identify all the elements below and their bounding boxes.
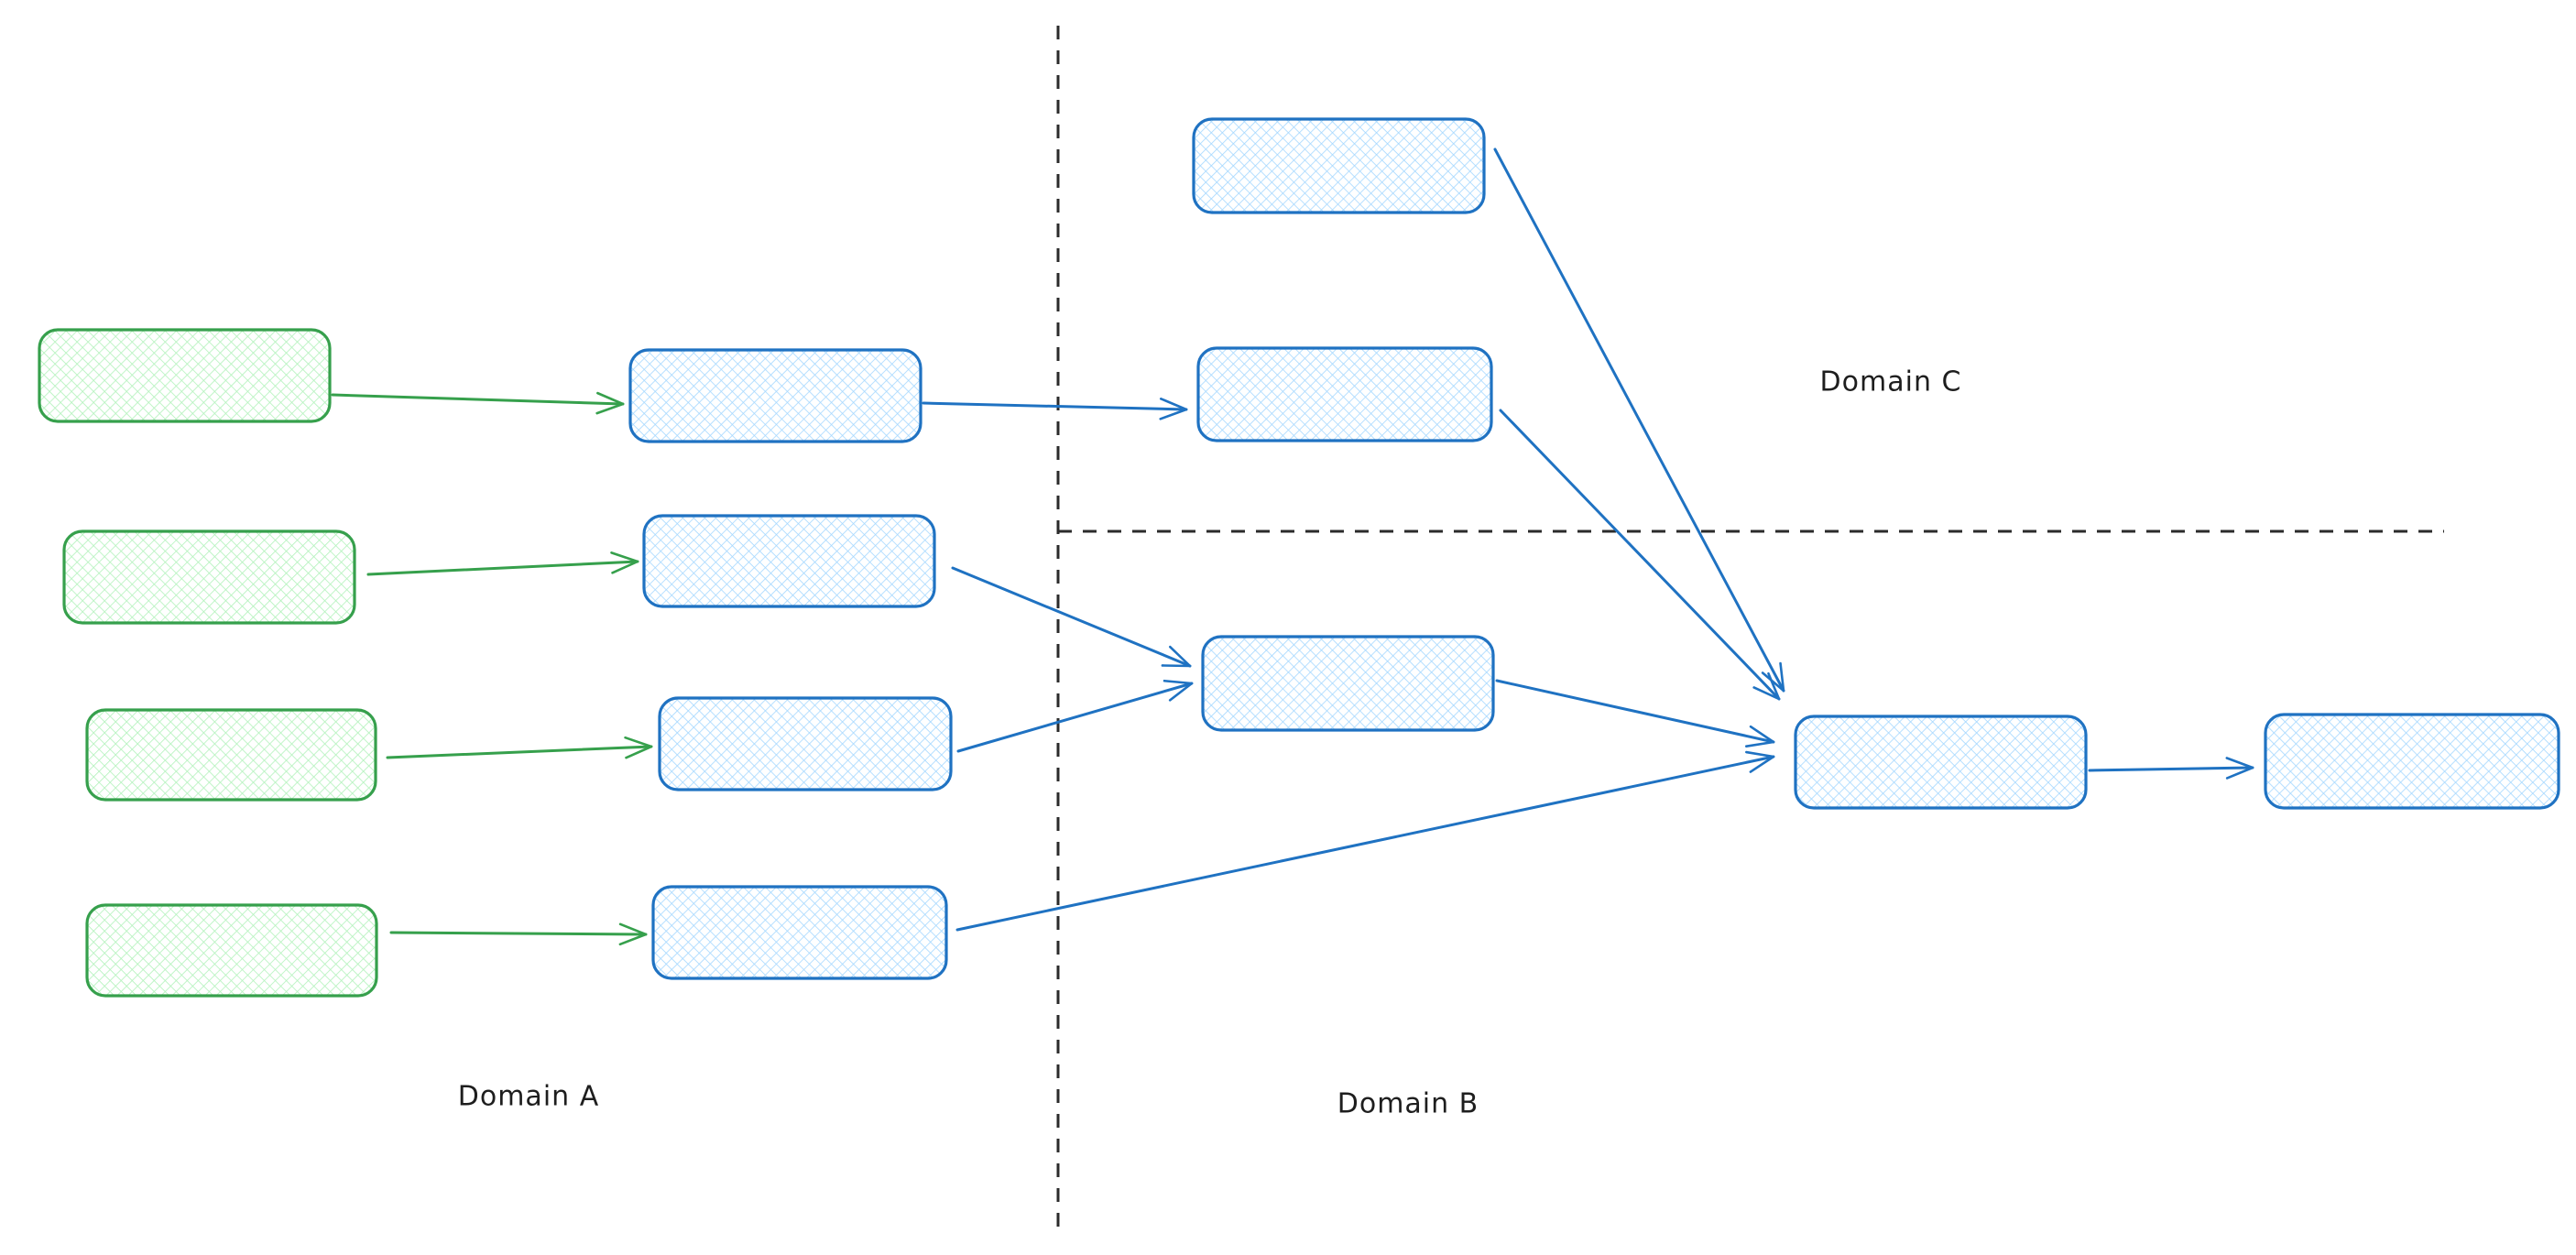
- arrow-b3-hub[interactable]: [1495, 679, 1775, 748]
- arrow-g2-a2[interactable]: [366, 551, 639, 576]
- green-input-2[interactable]: [62, 529, 356, 625]
- arrow-g3-a3[interactable]: [386, 736, 653, 759]
- arrow-g4-a4[interactable]: [389, 922, 648, 946]
- blue-stage-a1[interactable]: [628, 348, 922, 443]
- arrow-a3-b3[interactable]: [956, 679, 1194, 753]
- blue-hub[interactable]: [1794, 715, 2088, 810]
- blue-output[interactable]: [2264, 713, 2560, 810]
- domain-b-label[interactable]: Domain B: [1337, 1087, 1479, 1120]
- arrow-a2-b3[interactable]: [951, 566, 1192, 668]
- arrow-hub-c2[interactable]: [2088, 757, 2254, 780]
- blue-stage-a4[interactable]: [651, 885, 948, 980]
- arrow-b1-hub[interactable]: [1493, 147, 1785, 693]
- arrow-a1-b2[interactable]: [922, 398, 1188, 420]
- arrow-g1-a1[interactable]: [331, 391, 625, 415]
- blue-stage-a3[interactable]: [658, 696, 953, 791]
- green-input-3[interactable]: [85, 708, 377, 802]
- blue-b-lower[interactable]: [1201, 635, 1495, 732]
- domain-c-label[interactable]: Domain C: [1819, 366, 1962, 398]
- green-input-4[interactable]: [85, 903, 378, 998]
- blue-b-top[interactable]: [1192, 117, 1486, 214]
- blue-b-upper[interactable]: [1196, 346, 1493, 442]
- arrow-b2-hub[interactable]: [1499, 409, 1781, 701]
- green-input-1[interactable]: [38, 328, 332, 423]
- domain-a-label[interactable]: Domain A: [457, 1080, 600, 1113]
- blue-stage-a2[interactable]: [642, 514, 936, 608]
- arrow-a4-hub[interactable]: [955, 750, 1775, 932]
